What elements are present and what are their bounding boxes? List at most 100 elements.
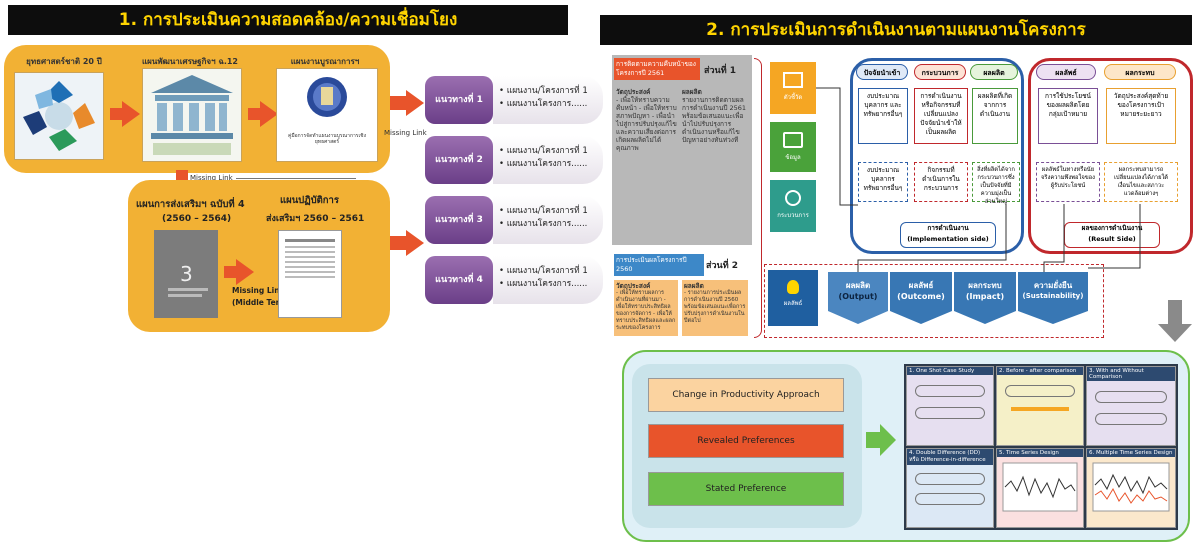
- arrow-mid: [224, 266, 236, 278]
- design-panel-3-title: 3. With and Without Comparison: [1087, 367, 1175, 381]
- part2-label: ส่วนที่ 2: [706, 261, 739, 271]
- approach-2-list: • แผนงาน/โครงการที่ 1 • แผนงานโครงการ...…: [493, 136, 603, 184]
- outcome-dash-box: ผลลัพธ์ในทางหรือนัยจริงความพึงพอใจของผู้…: [1036, 162, 1100, 202]
- result-outline: [1028, 58, 1193, 254]
- output-th: ผลผลิต: [845, 281, 871, 290]
- implementation-outline: [850, 58, 1024, 254]
- integration-plan-label: แผนงานบูรณาการฯ: [290, 57, 360, 66]
- impact-en: (Impact): [965, 292, 1005, 301]
- approach-1-list: • แผนงาน/โครงการที่ 1 • แผนงานโครงการ...…: [493, 76, 603, 124]
- sustainability-th: ความยั่งยืน: [1033, 281, 1073, 290]
- result-label: ผลลัพธ์: [783, 300, 803, 307]
- approach-4-list: • แผนงาน/โครงการที่ 1 • แผนงานโครงการ...…: [493, 256, 603, 304]
- design-panel-4: 4. Double Difference (DD) หรือ Differenc…: [906, 448, 994, 528]
- part2-col2-text: - รายงานการประเมินผลการดำเนินงานปี 2560 …: [684, 290, 746, 324]
- approach-1-item-2: • แผนงานโครงการ......: [499, 99, 588, 109]
- approach-3-button[interactable]: แนวทางที่ 3: [425, 196, 493, 244]
- arrow-2: [248, 108, 260, 120]
- data-button[interactable]: ข้อมูล: [770, 122, 816, 172]
- output-header: ผลผลิต: [970, 64, 1018, 80]
- integration-plan-doc: คู่มือการจัดทำแผนงานบูรณาการเชิงยุทธศาสต…: [276, 68, 378, 162]
- change-in-productivity-button[interactable]: Change in Productivity Approach: [648, 378, 844, 412]
- implementation-th: การดำเนินงาน: [927, 224, 969, 232]
- outcome-en: (Outcome): [897, 292, 945, 301]
- result-button[interactable]: ผลลัพธ์: [768, 270, 818, 326]
- part1-col2-text: รายงานการติดตามผลการดำเนินงานปี 2561 พร้…: [682, 96, 747, 144]
- arrow-mid-head: [236, 259, 254, 285]
- revealed-preferences-button[interactable]: Revealed Preferences: [648, 424, 844, 458]
- process-label: กระบวนการ: [777, 212, 809, 219]
- part1-col1-text: - เพื่อให้ทราบความคืบหน้า - เพื่อให้ทราบ…: [616, 96, 677, 152]
- approach-4-button[interactable]: แนวทางที่ 4: [425, 256, 493, 304]
- part1-col2-title: ผลผลิต: [682, 88, 702, 96]
- process-header: กระบวนการ: [914, 64, 966, 80]
- outcome-box: การใช้ประโยชน์ของผลผลิตโดยกลุ่มเป้าหมาย: [1038, 88, 1098, 144]
- arrow-2-head: [260, 101, 278, 127]
- missing-link-line: [236, 178, 356, 179]
- down-arrow-stem: [176, 170, 188, 180]
- input-box: งบประมาณ บุคลากร และทรัพยากรอื่นๆ: [858, 88, 908, 144]
- green-arrow-head: [880, 424, 896, 456]
- action-plan-title: แผนปฏิบัติการ: [280, 195, 339, 206]
- part1-panel: [612, 55, 752, 245]
- input-dash-box: งบประมาณ บุคลากร ทรัพยากรอื่นๆ: [858, 162, 908, 202]
- econ-plan-label: แผนพัฒนาเศรษฐกิจฯ ฉ.12: [142, 57, 238, 66]
- result-th: ผลของการดำเนินงาน: [1081, 224, 1143, 232]
- output-en: (Output): [838, 292, 878, 301]
- output-dash-box: สิ่งที่ผลิตได้จากกระบวนการซึ่งเป็นปัจจัย…: [972, 162, 1020, 205]
- middle-term-label: (Middle Term): [232, 298, 291, 307]
- approach-2-item-2: • แผนงานโครงการ......: [499, 159, 588, 169]
- arrow-1-head: [122, 101, 140, 127]
- data-label: ข้อมูล: [785, 154, 801, 161]
- strategy-label: ยุทธศาสตร์ชาติ 20 ปี: [26, 57, 102, 66]
- impact-box: วัตถุประสงค์สุดท้ายของโครงการเป้าหมายระย…: [1106, 88, 1176, 144]
- design-panel-4-title: 4. Double Difference (DD) หรือ Differenc…: [907, 449, 993, 465]
- process-dash-box: กิจกรรมที่ดำเนินการในกระบวนการ: [914, 162, 968, 202]
- part1-header: การติดตามความคืบหน้าของโครงการปี 2561: [614, 58, 700, 80]
- arrow-to-approach-top-head: [406, 90, 424, 116]
- part1-col1-title: วัตถุประสงค์: [616, 88, 651, 96]
- plan4-title: แผนการส่งเสริมฯ ฉบับที่ 4: [136, 199, 245, 210]
- impact-dash-box: ผลกระทบสามารถเปลี่ยนแปลงได้ภายใต้เงื่อนไ…: [1104, 162, 1178, 202]
- indicator-button[interactable]: ตัวชี้วัด: [770, 62, 816, 114]
- left-title: 1. การประเมินความสอดคล้อง/ความเชื่อมโยง: [8, 5, 568, 35]
- impact-th: ผลกระทบ: [968, 281, 1002, 290]
- design-panel-6-title: 6. Multiple Time Series Design: [1087, 449, 1175, 457]
- result-en: (Result Side): [1088, 235, 1136, 243]
- approach-2-button[interactable]: แนวทางที่ 2: [425, 136, 493, 184]
- design-panel-3: 3. With and Without Comparison: [1086, 366, 1176, 446]
- design-panel-1: 1. One Shot Case Study: [906, 366, 994, 446]
- approach-3-list: • แผนงาน/โครงการที่ 1 • แผนงานโครงการ...…: [493, 196, 603, 244]
- part1-col2: ผลผลิต รายงานการติดตามผลการดำเนินงานปี 2…: [682, 88, 748, 144]
- sustainability-en: (Sustainability): [1022, 292, 1084, 300]
- implementation-en: (Implementation side): [907, 235, 989, 243]
- share-icon: [785, 190, 801, 206]
- output-box: ผลผลิตที่เกิดจากการดำเนินงาน: [972, 88, 1018, 144]
- green-arrow-stem: [866, 432, 880, 448]
- design-panel-2: 2. Before - after comparison: [996, 366, 1084, 446]
- gray-down-arrow-stem: [1168, 300, 1182, 324]
- action-plan-years: ส่งเสริมฯ 2560 – 2561: [266, 214, 365, 224]
- missing-link-top-label: Missing Link: [190, 174, 233, 182]
- arrow-to-approach-bottom-head: [406, 230, 424, 256]
- implementation-label: การดำเนินงาน (Implementation side): [900, 222, 996, 248]
- process-button[interactable]: กระบวนการ: [770, 180, 816, 232]
- plan4-book-number: 3: [180, 262, 193, 286]
- outcome-header: ผลลัพธ์: [1036, 64, 1096, 80]
- input-header: ปัจจัยนำเข้า: [856, 64, 908, 80]
- stated-preference-button[interactable]: Stated Preference: [648, 472, 844, 506]
- process-box: การดำเนินงานหรือกิจกรรมที่เปลี่ยนแปลงปัจ…: [914, 88, 968, 144]
- right-title: 2. การประเมินการดำเนินงานตามแผนงานโครงกา…: [600, 15, 1192, 45]
- indicator-icon: [783, 72, 803, 88]
- part2-col2-title: ผลผลิต: [684, 282, 704, 290]
- approach-4-item-2: • แผนงานโครงการ......: [499, 279, 588, 289]
- lightbulb-icon: [787, 280, 799, 294]
- part2-col2: ผลผลิต - รายงานการประเมินผลการดำเนินงานป…: [682, 280, 748, 336]
- part2-col1: วัตถุประสงค์ - เพื่อให้ทราบผลการดำเนินงา…: [614, 280, 678, 336]
- econ-plan-image: [142, 68, 242, 162]
- design-panel-5: 5. Time Series Design: [996, 448, 1084, 528]
- arrow-1: [110, 108, 122, 120]
- approach-3-item-2: • แผนงานโครงการ......: [499, 219, 588, 229]
- approach-1-button[interactable]: แนวทางที่ 1: [425, 76, 493, 124]
